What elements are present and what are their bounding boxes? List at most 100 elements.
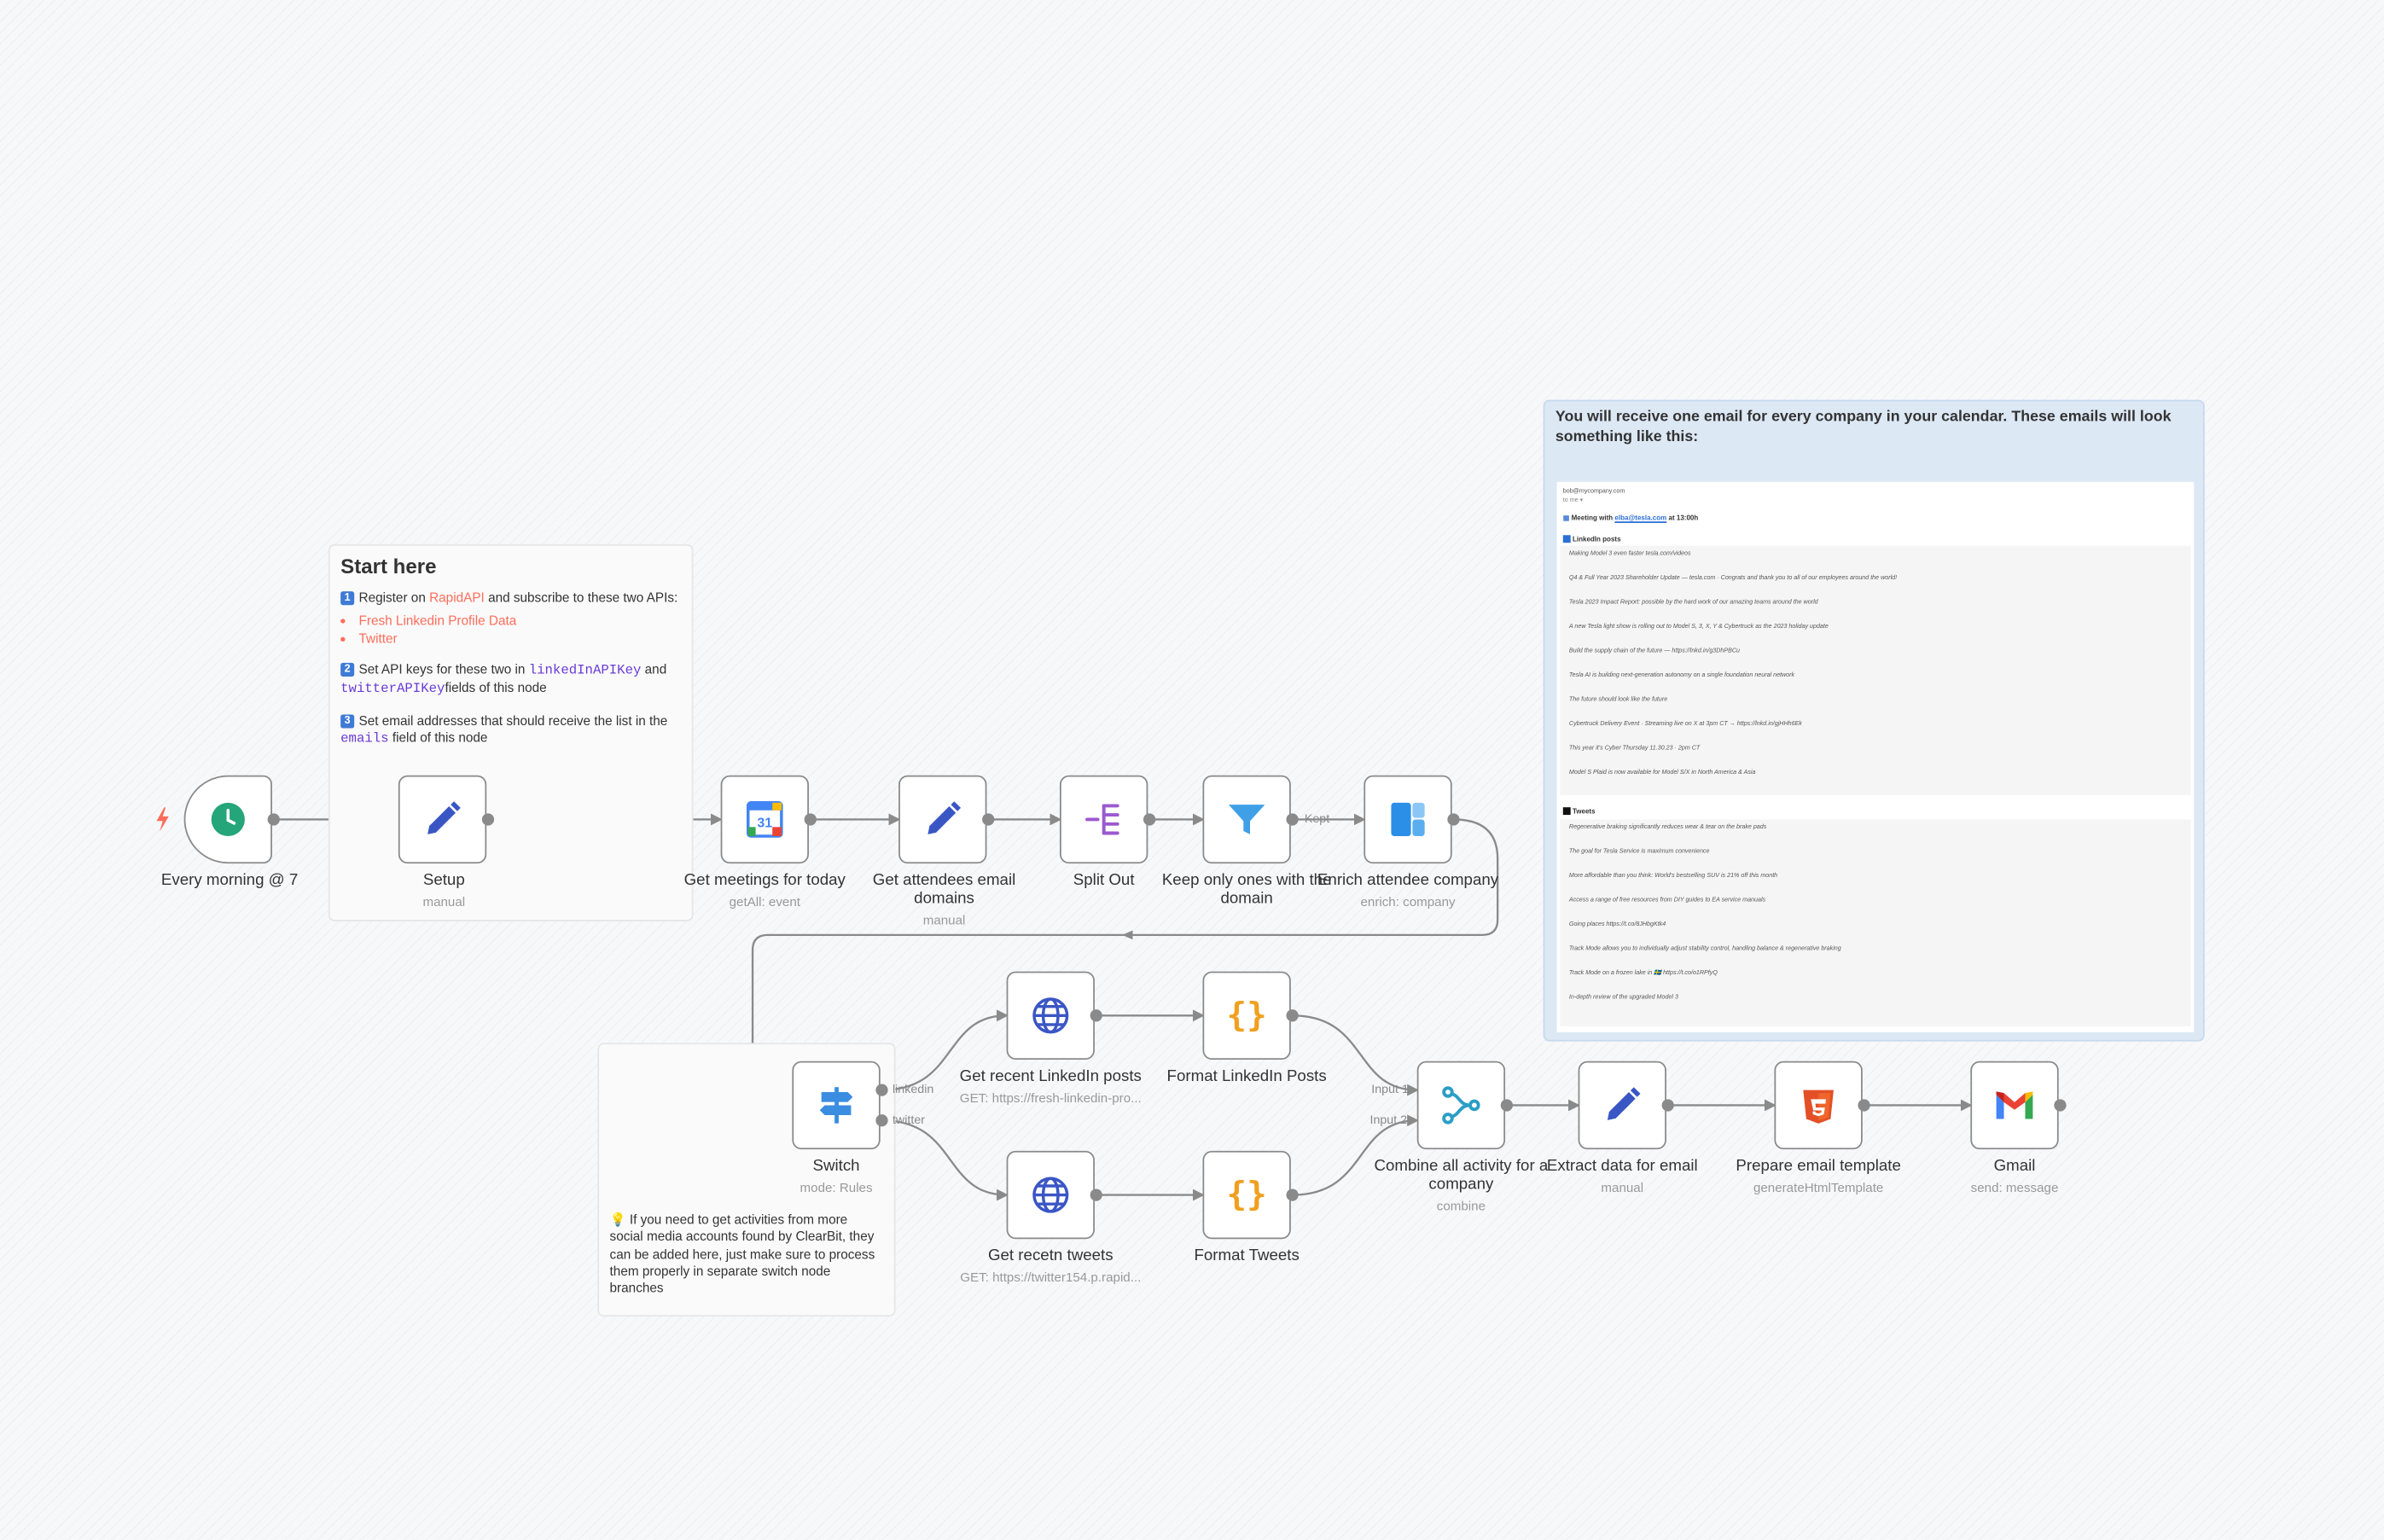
output-port[interactable] (875, 1114, 888, 1127)
preview-tweet: Track Mode on a frozen lake in 🇸🇪 https:… (1568, 968, 1718, 976)
output-port[interactable] (1286, 813, 1299, 826)
rapidapi-link[interactable]: RapidAPI (429, 590, 485, 606)
edge-fmtlinkedin-merge (1292, 1014, 1420, 1096)
output-port[interactable] (1286, 1188, 1299, 1201)
start-note-title: Start here (340, 555, 437, 578)
output-port[interactable] (875, 1084, 888, 1096)
output-port[interactable] (1286, 1009, 1299, 1022)
preview-post: Build the supply chain of the future — h… (1568, 646, 1741, 654)
switch-signpost-icon (819, 1087, 853, 1124)
node-split-out-label: Split Out (1073, 871, 1135, 890)
preview-tweet: Going places https://t.co/8JHbgKtk4 (1568, 920, 1666, 927)
output-port[interactable] (982, 813, 995, 826)
preview-calendar-icon: ▦ (1562, 514, 1572, 522)
node-clearbit[interactable] (1364, 775, 1452, 864)
api-item-twitter[interactable]: Twitter (359, 630, 682, 648)
output-port[interactable] (481, 813, 495, 826)
html5-icon (1803, 1090, 1834, 1124)
pencil-icon (427, 801, 461, 834)
preview-post: Tesla 2023 Impact Report: possible by th… (1568, 597, 1818, 606)
preview-linkedin-list: Making Model 3 even faster tesla.com/vid… (1560, 545, 2191, 795)
globe-icon (1032, 997, 1069, 1034)
output-port[interactable] (1858, 1099, 1870, 1112)
gmail-icon (1996, 1091, 2033, 1119)
pencil-icon (1607, 1087, 1641, 1120)
preview-meeting-line: ▦ Meeting with elba@tesla.com at 13:00h (1562, 514, 1699, 522)
node-format-tweets[interactable]: {} (1202, 1150, 1291, 1240)
edge-fmttweets-merge (1292, 1114, 1420, 1196)
api-list: Fresh Linkedin Profile Data Twitter (340, 611, 681, 648)
x-square-icon (1562, 807, 1571, 816)
svg-text:{}: {} (1227, 997, 1267, 1034)
edge-label-linkedin: linkedin (892, 1082, 934, 1096)
api-item-linkedin[interactable]: Fresh Linkedin Profile Data (359, 611, 682, 629)
output-port[interactable] (1500, 1099, 1513, 1112)
node-merge[interactable] (1416, 1061, 1506, 1150)
node-setup[interactable] (398, 775, 487, 864)
output-port[interactable] (1143, 813, 1156, 826)
edge-label-input2: Input 2 (1369, 1113, 1408, 1127)
merge-icon (1442, 1086, 1480, 1124)
output-port[interactable] (1661, 1099, 1674, 1112)
output-port[interactable] (267, 813, 280, 826)
edge-direction-arrow (1122, 930, 1133, 940)
preview-note-text: You will receive one email for every com… (1555, 409, 2172, 445)
node-attendees[interactable] (898, 775, 987, 864)
output-port[interactable] (1447, 813, 1460, 826)
node-gmail[interactable] (1970, 1061, 2059, 1150)
preview-post: Model S Plaid is now available for Model… (1568, 767, 1756, 776)
output-port[interactable] (2054, 1099, 2067, 1112)
output-port[interactable] (1090, 1188, 1102, 1201)
node-extract[interactable] (1578, 1061, 1666, 1150)
preview-post: Making Model 3 even faster tesla.com/vid… (1568, 549, 1691, 557)
hint-note[interactable]: 💡 If you need to get activities from mor… (597, 1043, 896, 1317)
email-preview-image: bob@mycompany.com to me ▾ ▦ Meeting with… (1556, 481, 2195, 1032)
node-trigger[interactable] (183, 775, 272, 864)
edge-label-kept: Kept (1304, 811, 1330, 826)
filter-funnel-icon (1228, 805, 1265, 834)
node-html[interactable] (1774, 1061, 1863, 1150)
preview-post: The future should look like the future (1568, 694, 1668, 703)
preview-tweets-header: Tweets (1562, 807, 1596, 816)
preview-tweet: Access a range of free resources from DI… (1568, 895, 1766, 904)
edge-label-input1: Input 1 (1371, 1082, 1409, 1096)
curly-braces-icon: {} (1227, 1177, 1267, 1213)
split-out-icon (1085, 804, 1119, 835)
node-linkedin-request[interactable] (1006, 971, 1095, 1060)
svg-text:{}: {} (1227, 1177, 1267, 1213)
preview-linkedin-header: LinkedIn posts (1562, 535, 1621, 543)
edge-label-twitter: twitter (892, 1113, 926, 1127)
output-port[interactable] (804, 813, 817, 826)
globe-icon (1032, 1177, 1069, 1213)
curly-braces-icon: {} (1227, 997, 1267, 1034)
node-switch[interactable] (792, 1061, 881, 1150)
node-format-tweets-label: Format Tweets (1194, 1247, 1300, 1265)
node-twitter-request[interactable] (1006, 1150, 1095, 1240)
node-format-linkedin[interactable]: {} (1202, 971, 1291, 1060)
preview-tweet: More affordable than you think: World's … (1568, 871, 1778, 879)
preview-post: A new Tesla light show is rolling out to… (1568, 621, 1829, 630)
node-split-out[interactable] (1059, 775, 1148, 864)
output-port[interactable] (1090, 1009, 1102, 1022)
preview-tweet: In-depth review of the upgraded Model 3 (1568, 992, 1678, 1001)
node-calendar[interactable]: 31 (720, 775, 809, 864)
node-filter[interactable] (1202, 775, 1291, 864)
email-preview-note[interactable]: You will receive one email for every com… (1543, 399, 2205, 1042)
preview-tweet: Regenerative braking significantly reduc… (1568, 822, 1767, 830)
hint-note-text: 💡 If you need to get activities from mor… (609, 1212, 875, 1296)
google-calendar-icon: 31 (746, 801, 783, 838)
node-trigger-label: Every morning @ 7 (160, 871, 299, 890)
